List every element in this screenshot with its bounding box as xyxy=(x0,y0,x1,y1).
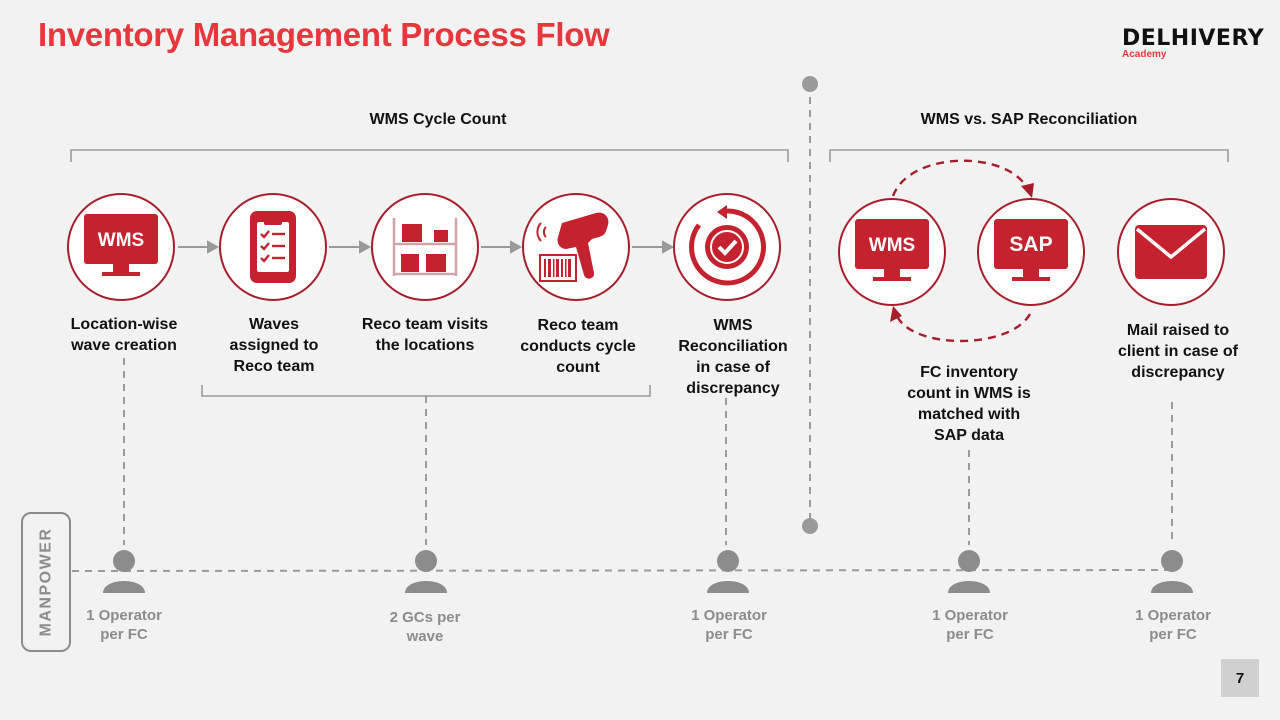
person-icon xyxy=(707,550,749,593)
step-arrows xyxy=(178,240,675,254)
person-icon xyxy=(103,550,145,593)
step-circle-reco-visits xyxy=(371,193,479,301)
step-circle-wms-reconciliation xyxy=(673,193,781,301)
step-circle-wave-creation: WMS xyxy=(67,193,175,301)
wms-icon-text: WMS xyxy=(869,235,915,256)
manpower-line xyxy=(71,569,1173,572)
mobile-checklist-icon xyxy=(250,211,296,283)
person-icon xyxy=(1151,550,1193,593)
wms-monitor-icon: WMS xyxy=(855,219,929,281)
step-circle-waves-assigned xyxy=(219,193,327,301)
person-icon xyxy=(948,550,990,593)
reconciliation-bracket xyxy=(829,149,1229,162)
manpower-droplines xyxy=(123,358,1173,545)
reconciliation-check-icon xyxy=(689,205,766,286)
page-title: Inventory Management Process Flow xyxy=(38,16,610,53)
logo-sub: Academy xyxy=(1122,49,1167,60)
sap-monitor-icon: SAP xyxy=(994,219,1068,281)
warehouse-shelf-icon xyxy=(392,218,458,276)
wms-monitor-icon: WMS xyxy=(84,214,158,276)
manpower-heading: MANPOWER xyxy=(37,527,55,637)
section-title-reconciliation: WMS vs. SAP Reconciliation xyxy=(920,111,1138,128)
mail-icon xyxy=(1135,225,1207,279)
group-bracket xyxy=(201,385,651,397)
wms-to-sap-arrow xyxy=(891,159,1030,197)
person-icons xyxy=(103,550,1193,593)
logo-brand: DELHIVERY xyxy=(1122,26,1265,51)
page-number: 7 xyxy=(1221,659,1259,697)
step-circle-wms: WMS xyxy=(838,198,946,306)
sap-to-wms-arrow xyxy=(894,313,1032,343)
step-circle-sap: SAP xyxy=(977,198,1085,306)
person-icon xyxy=(405,550,447,593)
section-title-cycle-count: WMS Cycle Count xyxy=(369,111,507,128)
step-circle-cycle-count xyxy=(522,193,630,301)
manpower-heading-box: MANPOWER xyxy=(21,512,71,652)
barcode-scanner-icon xyxy=(536,212,609,282)
cycle-count-bracket xyxy=(70,149,789,162)
step-circle-mail xyxy=(1117,198,1225,306)
sap-icon-text: SAP xyxy=(1009,233,1052,256)
delhivery-logo: DELHIVERY Academy xyxy=(1122,26,1264,60)
wms-icon-text: WMS xyxy=(98,230,144,251)
